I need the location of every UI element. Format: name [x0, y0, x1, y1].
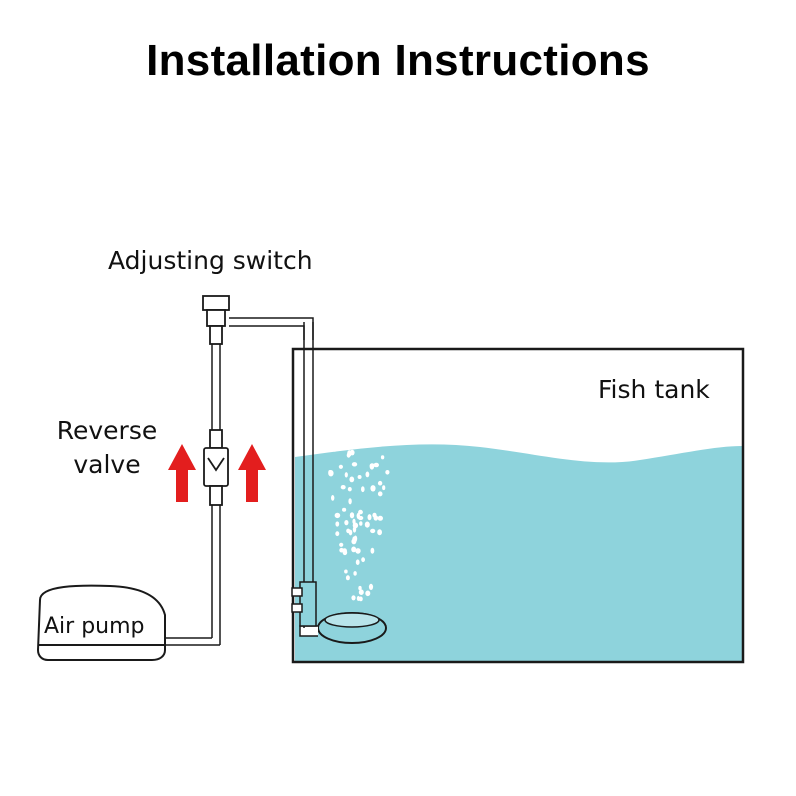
- bubble: [342, 548, 347, 553]
- bubble: [382, 485, 386, 491]
- bubble: [369, 463, 375, 470]
- air-tube-top: [229, 317, 314, 340]
- bubble: [339, 542, 344, 547]
- bubble: [344, 569, 348, 574]
- fish-tank: [291, 347, 745, 664]
- bubble: [370, 485, 376, 492]
- reverse-valve: [203, 429, 229, 506]
- air-pump: [36, 584, 166, 661]
- bubble: [347, 487, 352, 492]
- bubble: [377, 480, 383, 486]
- bubble: [358, 509, 363, 515]
- bubble: [373, 515, 379, 521]
- bubble: [352, 522, 359, 529]
- adjusting-switch: [202, 295, 230, 345]
- bubble: [365, 590, 371, 597]
- reverse-valve-label: Reverse valve: [52, 414, 162, 482]
- bubble: [328, 470, 332, 474]
- bubble: [340, 485, 346, 490]
- air-stone: [299, 612, 387, 644]
- bubble: [344, 520, 349, 526]
- bubble: [347, 450, 352, 457]
- bubble: [377, 491, 383, 497]
- air-bubbles: [328, 446, 390, 602]
- suction-cup: [291, 587, 303, 613]
- air-tube-in-tank: [299, 322, 317, 628]
- bubble: [349, 512, 355, 519]
- bubble: [353, 535, 358, 542]
- bubble: [380, 455, 385, 460]
- bubble: [338, 464, 343, 469]
- bubble: [351, 462, 358, 467]
- reverse-valve-label-line2: valve: [73, 450, 141, 479]
- up-arrow-icon: [238, 444, 266, 502]
- bubble: [332, 446, 338, 452]
- fish-tank-label: Fish tank: [598, 375, 710, 404]
- up-arrow-icon: [168, 444, 196, 502]
- bubble: [385, 470, 390, 475]
- page-title: Installation Instructions: [146, 36, 650, 85]
- bubble: [358, 596, 363, 602]
- bubble: [331, 495, 335, 501]
- bubble: [361, 557, 365, 563]
- bubble: [355, 548, 361, 554]
- bubble: [370, 547, 375, 554]
- bubble: [334, 512, 341, 519]
- bubble: [368, 583, 374, 591]
- bubble: [364, 521, 370, 528]
- bubble: [361, 486, 365, 493]
- bubble: [359, 521, 363, 526]
- bubble: [357, 515, 364, 521]
- adjusting-switch-label: Adjusting switch: [108, 246, 313, 275]
- bubble: [367, 514, 372, 521]
- bubble: [349, 476, 355, 483]
- bubble: [353, 571, 357, 576]
- bubble: [351, 546, 357, 553]
- bubble: [335, 531, 340, 537]
- bubble: [357, 475, 362, 479]
- tank-water: [295, 444, 742, 662]
- bubble: [346, 528, 351, 534]
- bubble: [365, 471, 370, 478]
- bubble: [348, 498, 352, 505]
- bubble: [373, 462, 379, 468]
- bubble: [342, 507, 347, 512]
- air-pump-label: Air pump: [44, 614, 145, 639]
- bubble: [345, 575, 350, 581]
- bubble: [377, 515, 383, 521]
- bubble: [355, 559, 360, 565]
- bubble: [358, 589, 364, 595]
- reverse-valve-label-line1: Reverse: [56, 416, 158, 445]
- bubble: [344, 472, 348, 478]
- air-tube-vertical: [160, 344, 221, 646]
- bubble: [351, 595, 356, 601]
- bubble: [335, 521, 340, 527]
- bubble: [377, 529, 382, 536]
- bubble: [358, 585, 362, 591]
- bubble: [370, 528, 376, 534]
